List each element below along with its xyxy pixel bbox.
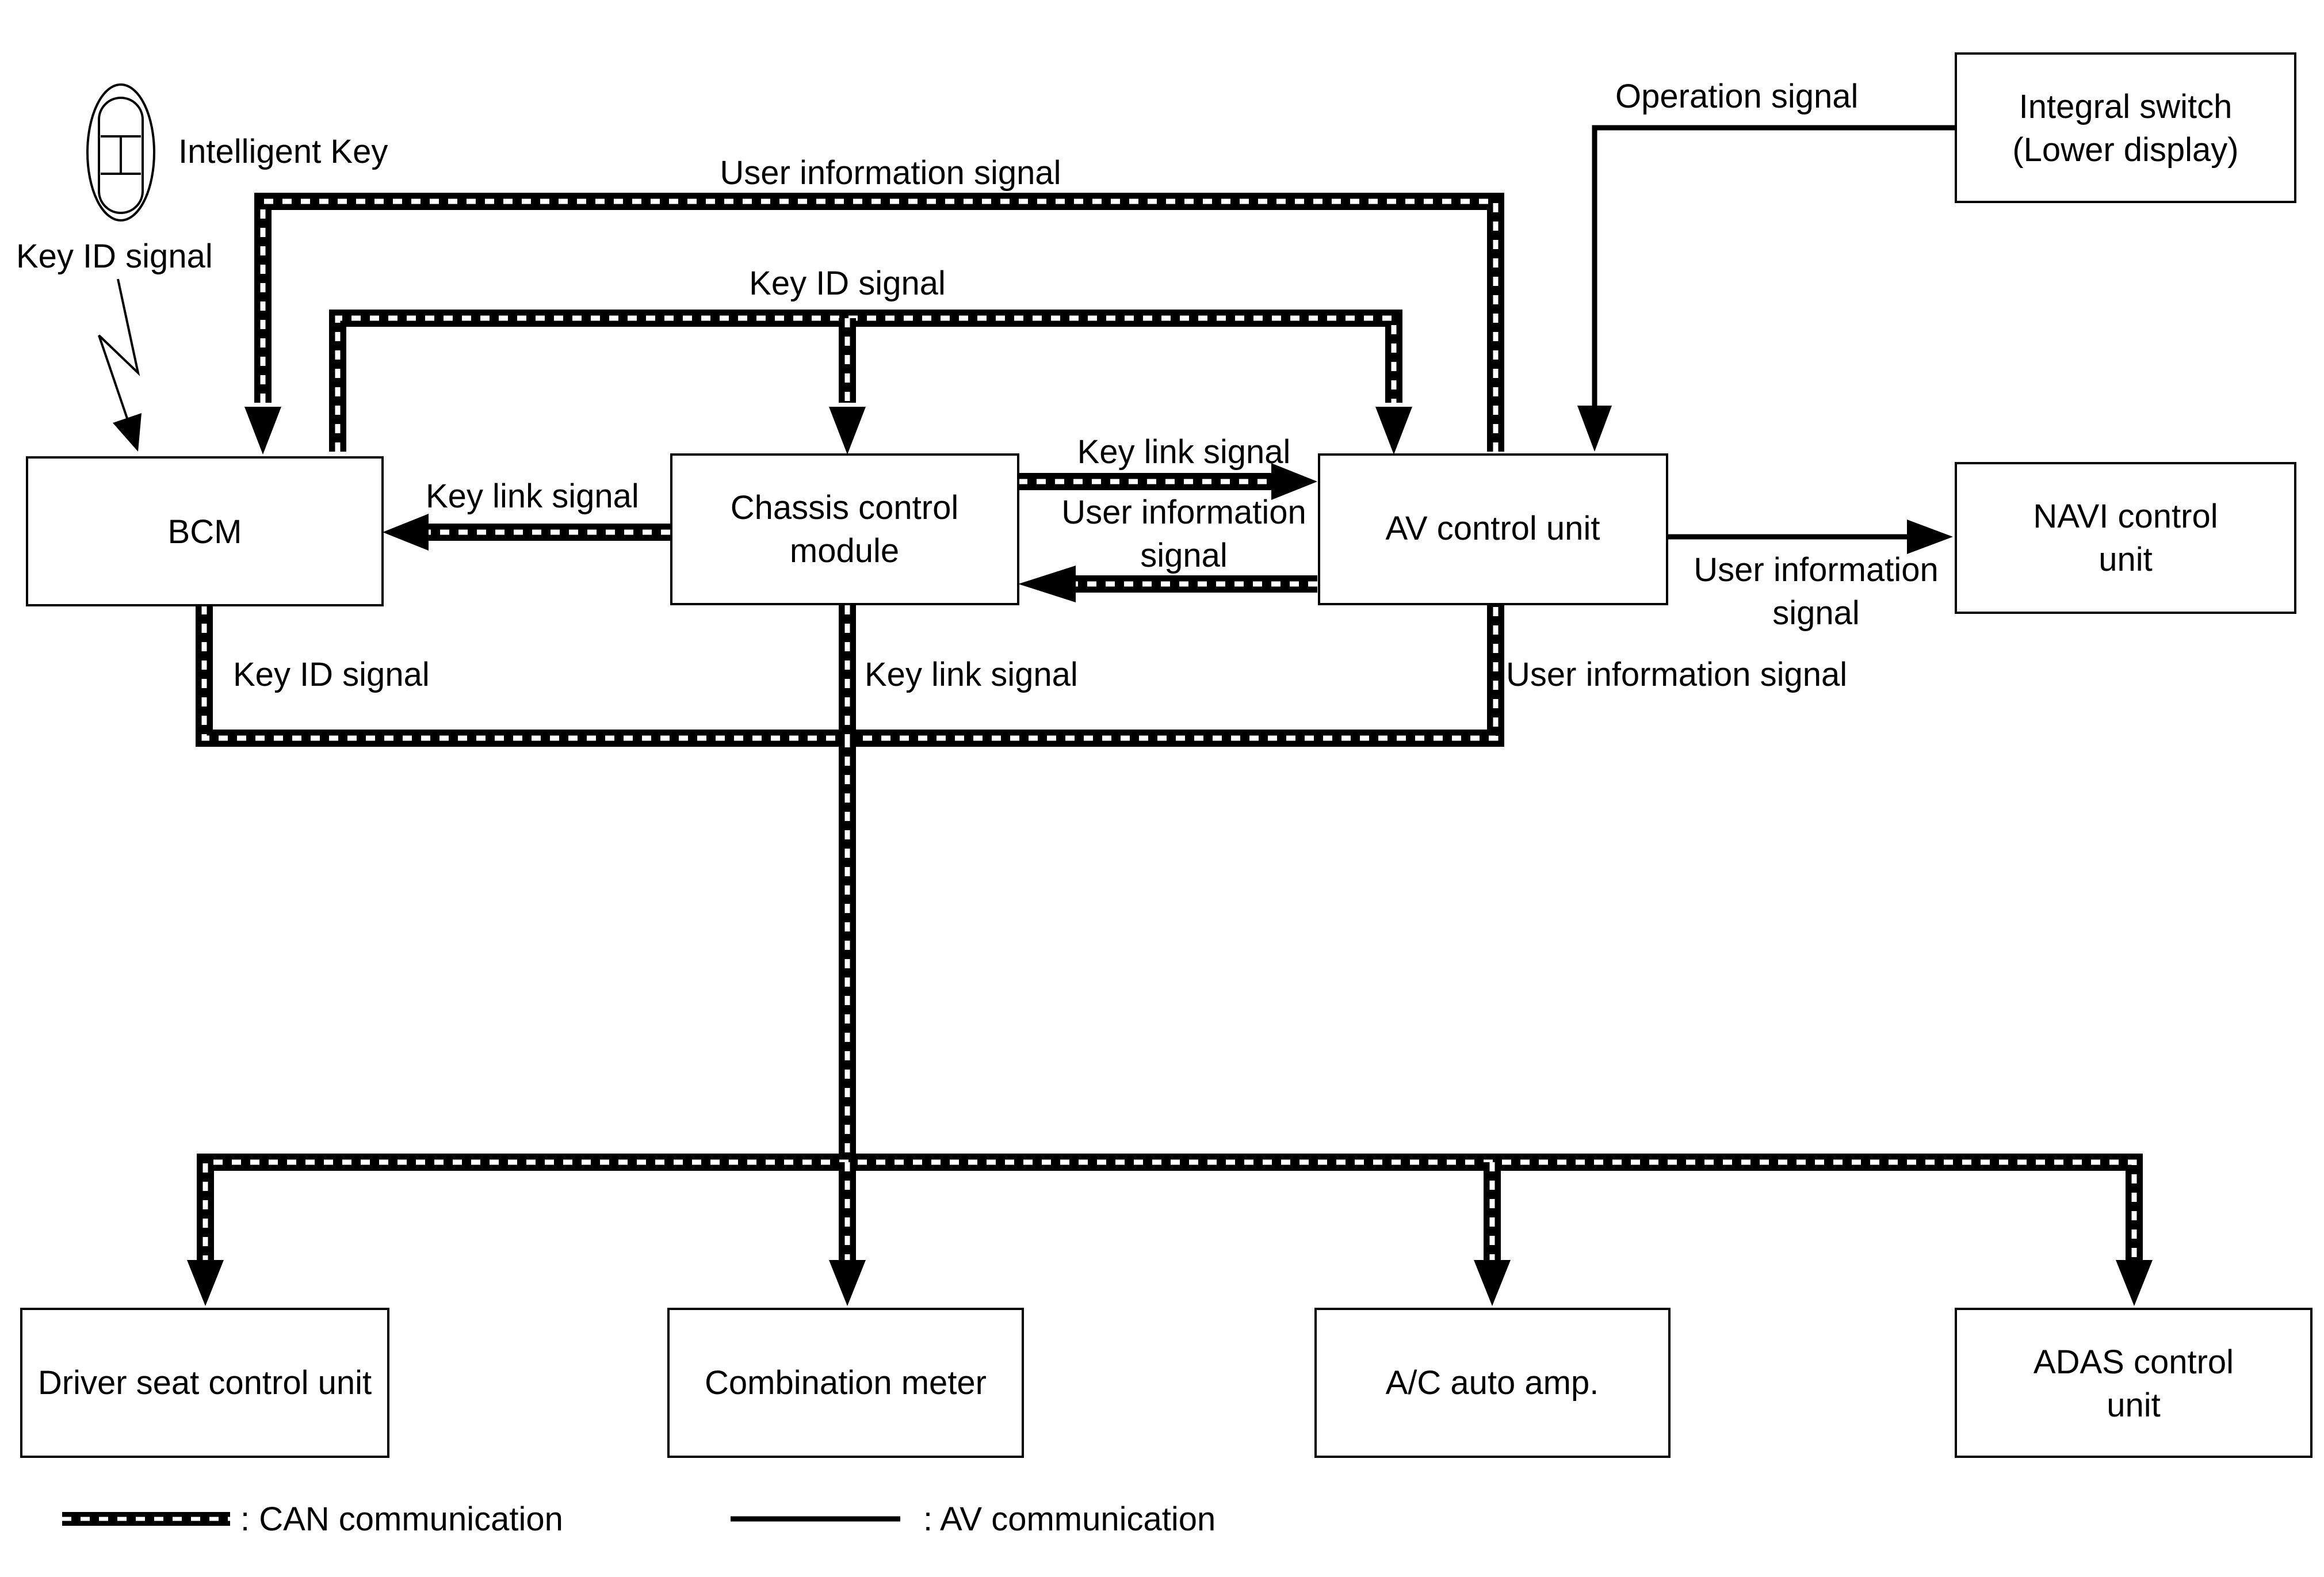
navi-label-line2: unit [2099,541,2153,578]
arrowhead-chassis-key-id [829,407,866,455]
adas-label-line2: unit [2107,1387,2161,1424]
arrowhead-bcm-user-info [244,407,281,455]
arrowheads [113,406,2153,1306]
ac-auto-amp-box [1314,1308,1671,1458]
arrowhead-av-operation [1577,406,1612,452]
intelligent-key-label: Intelligent Key [178,133,388,170]
legend-av-label: : AV communication [923,1500,1215,1538]
legend: : CAN communication : AV communication [62,1500,1215,1538]
chassis-key-link-bus-label: Key link signal [865,656,1078,693]
bcm-label: BCM [168,513,242,551]
integral-switch-label-line1: Integral switch [2019,88,2233,125]
bcm-box [26,456,384,606]
intelligent-key-icon [86,83,155,222]
unit-labels: Intelligent Key BCM Chassis control modu… [38,88,2239,1424]
user-info-to-navi-line2: signal [1772,594,1860,632]
key-id-top-label: Key ID signal [749,265,946,302]
arrowhead-bcm-key-link [383,514,429,551]
can-user-info-top-inner [260,198,1499,452]
av-lines [1592,125,1955,540]
navi-control-unit-box [1955,462,2296,614]
can-key-id-top-inner [335,315,1397,452]
adas-control-unit-box [1955,1308,2312,1458]
av-user-info-bus-label: User information signal [1506,656,1847,693]
key-link-to-av-label: Key link signal [1077,433,1291,471]
operation-signal-label: Operation signal [1615,78,1858,115]
av-control-unit-box [1318,453,1668,605]
chassis-label-line1: Chassis control [731,489,958,526]
arrowhead-av-key-link [1271,463,1317,500]
arrowhead-navi [1907,520,1953,554]
ac-auto-amp-label: A/C auto amp. [1386,1364,1599,1402]
user-info-to-navi-line1: User information [1694,551,1938,589]
combination-meter-box [667,1308,1024,1458]
arrowhead-adas [2116,1260,2153,1306]
arrowhead-combination-meter [829,1260,866,1306]
arrowhead-driver-seat [187,1260,224,1306]
adas-label-line1: ADAS control [2033,1343,2234,1381]
user-info-top-label: User information signal [720,154,1061,192]
combination-meter-label: Combination meter [705,1364,987,1402]
arrowhead-ac-amp [1474,1260,1511,1306]
arrowhead-bcm-wireless [113,413,142,452]
signal-labels: Key ID signal User information signal Ke… [16,78,1939,693]
user-info-to-chassis-line2: signal [1140,537,1228,574]
can-lines [196,193,2143,1265]
can-lower-bus-inner [202,1159,2137,1265]
av-operation-line [1592,125,1955,410]
arrowhead-chassis-user-info [1018,566,1076,602]
unit-boxes [20,52,2312,1458]
driver-seat-label: Driver seat control unit [38,1364,372,1402]
key-id-wireless-zigzag [98,278,140,421]
chassis-label-line2: module [790,532,899,570]
can-key-id-top-outer [329,310,1402,452]
key-link-to-bcm-label: Key link signal [426,478,639,515]
key-id-wireless-label: Key ID signal [16,238,213,275]
user-info-to-chassis-line1: User information [1061,494,1306,531]
bcm-key-id-bus-label: Key ID signal [233,656,430,693]
av-control-unit-label: AV control unit [1386,510,1600,547]
integral-switch-label-line2: (Lower display) [2012,131,2238,169]
driver-seat-control-unit-box [20,1308,389,1458]
navi-label-line1: NAVI control [2033,498,2218,535]
can-lower-bus-outer [197,1154,2143,1265]
arrowhead-av-key-id [1375,407,1412,455]
legend-can-label: : CAN communication [240,1500,563,1538]
chassis-control-module-box [670,453,1019,605]
integral-switch-box [1955,52,2296,203]
